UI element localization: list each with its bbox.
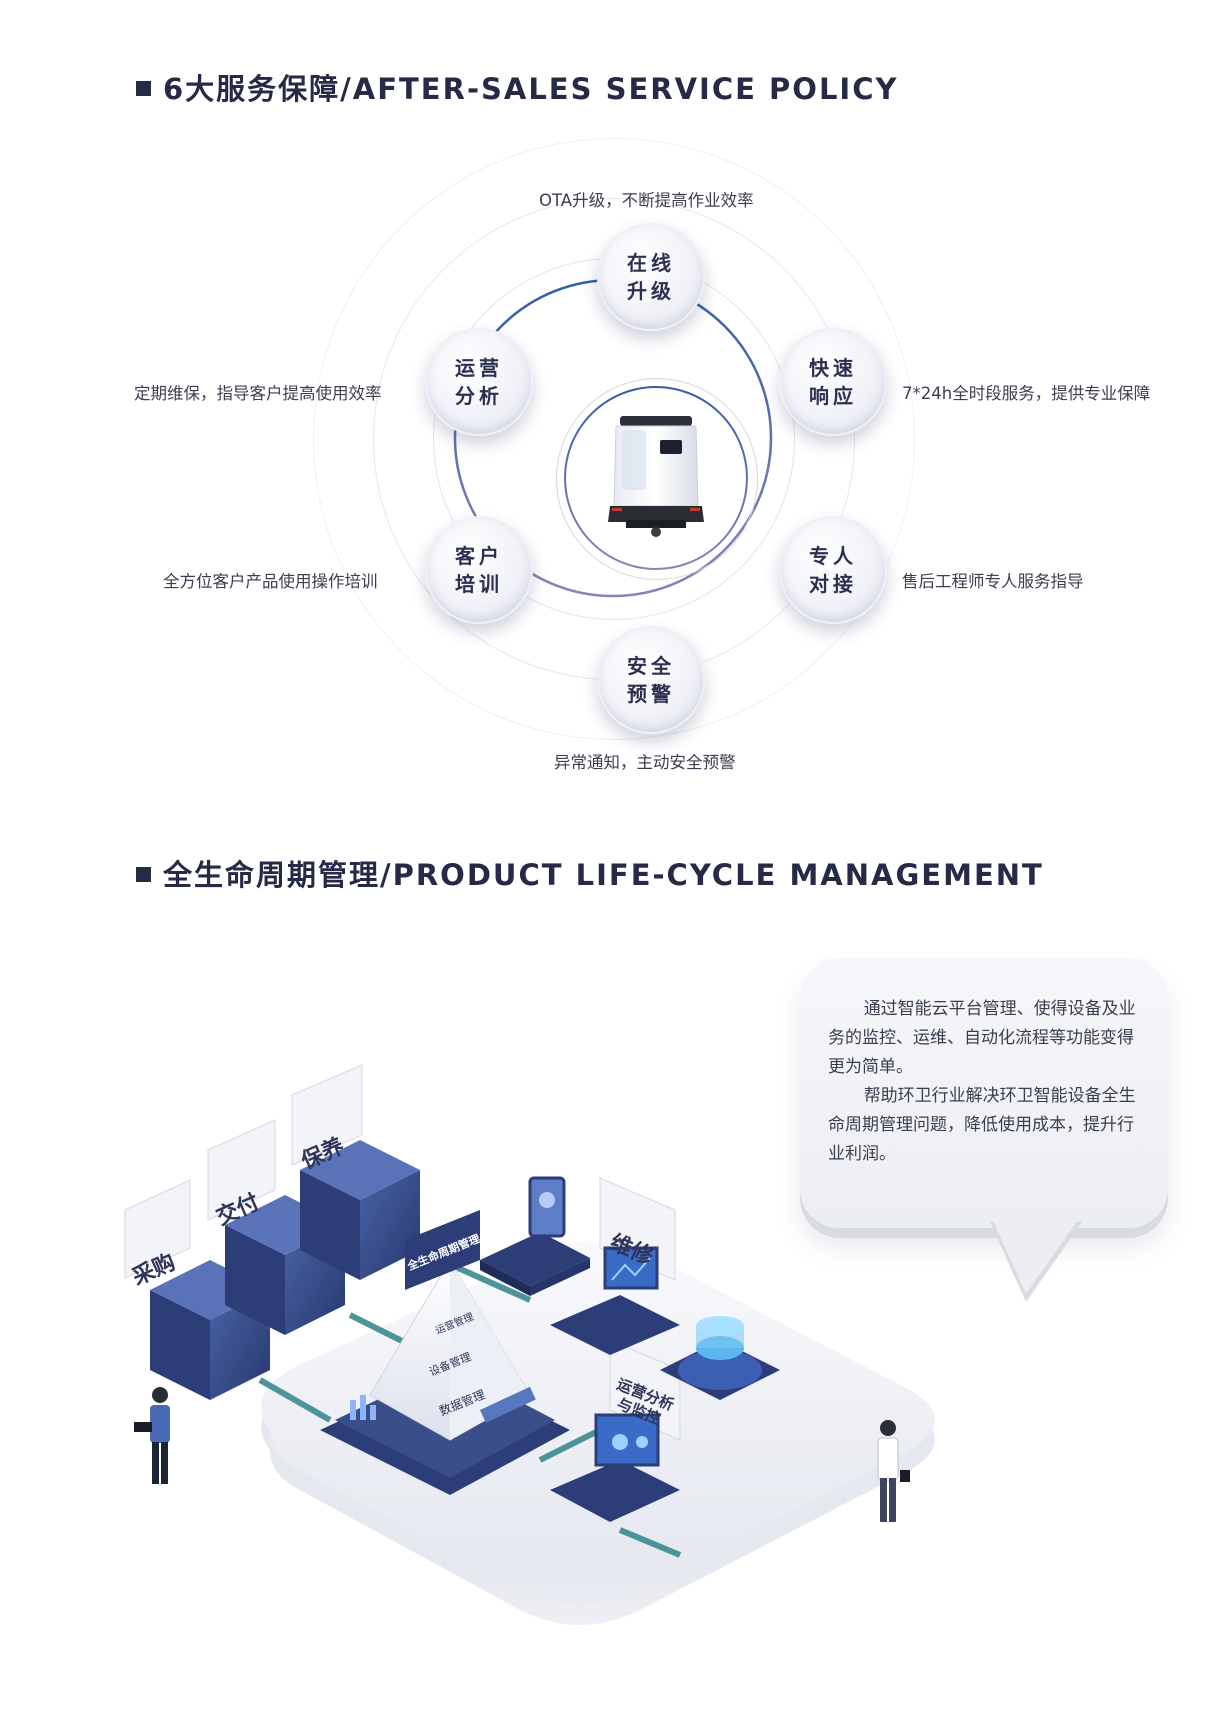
cleaning-robot-image [608, 416, 704, 537]
title-square-icon [136, 80, 151, 96]
desk-platform-3 [550, 1413, 680, 1522]
pyramid [320, 1210, 570, 1495]
desc-online-upgrade: OTA升级，不断提高作业效率 [539, 191, 754, 210]
desc-operation-analysis: 定期维保，指导客户提高使用效率 [134, 384, 382, 403]
node-customer-training: 客户培训 [425, 516, 533, 624]
connector-lines [258, 1257, 682, 1558]
node-dedicated-contact: 专人对接 [779, 516, 887, 624]
person-phone [877, 1420, 910, 1522]
desk-platform-2 [550, 1246, 680, 1355]
info-bubble-text: 通过智能云平台管理、使得设备及业务的监控、运维、自动化流程等功能变得更为简单。 … [828, 995, 1142, 1169]
desk-platform-1 [480, 1176, 590, 1296]
desc-quick-response: 7*24h全时段服务，提供专业保障 [902, 384, 1151, 403]
node-online-upgrade: 在线升级 [597, 223, 705, 331]
desc-safety-warning: 异常通知，主动安全预警 [554, 753, 736, 772]
node-operation-analysis: 运营分析 [425, 328, 533, 436]
inner-ring-outer [556, 378, 758, 580]
card-delivery-shape [207, 1119, 276, 1221]
info-bubble-tail [990, 1214, 1082, 1294]
card-maintain-shape [291, 1064, 363, 1166]
bubble-paragraph-1: 通过智能云平台管理、使得设备及业务的监控、运维、自动化流程等功能变得更为简单。 [828, 999, 1136, 1077]
desc-customer-training: 全方位客户产品使用操作培训 [163, 572, 378, 591]
info-bubble [800, 958, 1168, 1228]
hologram-platform [660, 1316, 780, 1400]
desc-dedicated-contact: 售后工程师专人服务指导 [902, 572, 1084, 591]
lifecycle-section: 全生命周期管理/PRODUCT LIFE-CYCLE MANAGEMENT 通过… [0, 800, 1223, 1730]
service-policy-section: 6大服务保障/AFTER-SALES SERVICE POLICY [0, 0, 1223, 800]
lifecycle-illustration [120, 1064, 950, 1730]
card-purchase-shape [124, 1179, 191, 1279]
section-title-service: 6大服务保障/AFTER-SALES SERVICE POLICY [136, 66, 899, 108]
node-quick-response: 快速响应 [779, 328, 887, 436]
person-laptop [134, 1387, 170, 1484]
node-safety-warning: 安全预警 [597, 626, 705, 734]
bubble-paragraph-2: 帮助环卫行业解决环卫智能设备全生命周期管理问题，降低使用成本，提升行业利润。 [828, 1086, 1136, 1164]
title-square-icon [136, 866, 151, 882]
section-title-lifecycle: 全生命周期管理/PRODUCT LIFE-CYCLE MANAGEMENT [136, 852, 1044, 894]
outer-ring-3 [313, 138, 915, 740]
